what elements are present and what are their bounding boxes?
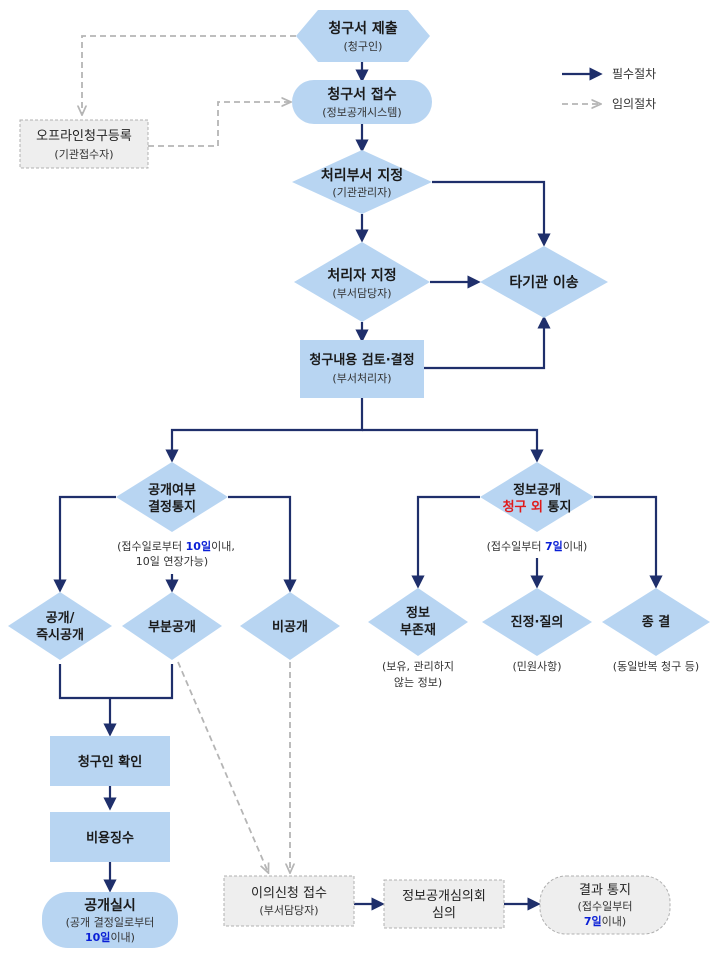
svg-text:공개/: 공개/ xyxy=(46,611,75,626)
svg-text:종 결: 종 결 xyxy=(642,614,670,630)
node-confirm-requester: 청구인 확인 xyxy=(50,736,170,786)
svg-text:(정보공개시스템): (정보공개시스템) xyxy=(322,106,401,119)
svg-text:정보공개: 정보공개 xyxy=(513,482,561,498)
node-objection: 이의신청 접수 (부서담당자) xyxy=(223,875,355,927)
node-result-notice: 결과 통지 (접수일부터 7일이내) xyxy=(539,875,671,935)
svg-text:청구내용 검토·결정: 청구내용 검토·결정 xyxy=(309,352,414,368)
node-petition: 진정·질의 xyxy=(482,588,592,656)
svg-text:청구 외 통지: 청구 외 통지 xyxy=(503,499,572,515)
note-petition: (민원사항) xyxy=(512,660,561,673)
svg-text:(접수일부터 7일이내): (접수일부터 7일이내) xyxy=(487,539,588,553)
node-partial-open: 부분공개 xyxy=(122,592,222,660)
svg-text:비용징수: 비용징수 xyxy=(86,830,134,846)
node-end: 종 결 xyxy=(602,588,710,656)
svg-text:공개실시: 공개실시 xyxy=(84,898,136,914)
node-submit: 청구서 제출 (청구인) xyxy=(296,10,430,62)
svg-text:공개여부: 공개여부 xyxy=(148,482,196,498)
svg-text:(기관접수자): (기관접수자) xyxy=(54,148,113,161)
node-handler-assign: 처리자 지정 (부서담당자) xyxy=(294,242,430,322)
svg-text:10일 연장가능): 10일 연장가능) xyxy=(136,554,208,568)
node-outside-notice: 정보공개 청구 외 통지 xyxy=(480,462,594,532)
svg-text:정보: 정보 xyxy=(406,605,430,621)
legend-required-label: 필수절차 xyxy=(612,67,656,81)
svg-text:부분공개: 부분공개 xyxy=(148,620,196,635)
svg-text:결정통지: 결정통지 xyxy=(148,499,196,515)
svg-text:(부서담당자): (부서담당자) xyxy=(332,287,391,300)
node-receive: 청구서 접수 (정보공개시스템) xyxy=(292,80,432,124)
node-offline-register: 오프라인청구등록 (기관접수자) xyxy=(19,119,149,169)
svg-text:결과 통지: 결과 통지 xyxy=(579,883,631,898)
node-transfer: 타기관 이송 xyxy=(480,246,608,318)
svg-text:청구인 확인: 청구인 확인 xyxy=(78,754,142,770)
svg-text:처리부서 지정: 처리부서 지정 xyxy=(321,167,403,184)
note-decide-deadline: (접수일로부터 10일이내, 10일 연장가능) xyxy=(117,539,235,568)
svg-text:청구서 접수: 청구서 접수 xyxy=(327,87,396,103)
node-fee: 비용징수 xyxy=(50,812,170,862)
svg-text:타기관 이송: 타기관 이송 xyxy=(509,274,578,291)
svg-text:처리자 지정: 처리자 지정 xyxy=(327,267,396,284)
legend: 필수절차 임의절차 xyxy=(562,67,656,111)
svg-text:(공개 결정일로부터: (공개 결정일로부터 xyxy=(66,915,155,929)
note-no-info-2: 않는 정보) xyxy=(394,676,442,689)
legend-optional-label: 임의절차 xyxy=(612,97,656,111)
svg-text:(부서처리자): (부서처리자) xyxy=(332,372,391,385)
node-open: 공개/ 즉시공개 xyxy=(8,592,112,660)
svg-text:(부서담당자): (부서담당자) xyxy=(259,904,318,917)
node-decide-notice: 공개여부 결정통지 xyxy=(116,462,228,532)
svg-text:심의: 심의 xyxy=(432,906,456,921)
svg-text:7일이내): 7일이내) xyxy=(584,914,626,928)
svg-text:진정·질의: 진정·질의 xyxy=(511,614,564,630)
node-execute: 공개실시 (공개 결정일로부터 10일이내) xyxy=(42,892,178,948)
node-review: 청구내용 검토·결정 (부서처리자) xyxy=(300,340,424,398)
note-notice-deadline: (접수일부터 7일이내) xyxy=(487,539,588,553)
svg-text:청구서 제출: 청구서 제출 xyxy=(328,20,397,37)
node-closed: 비공개 xyxy=(240,592,340,660)
svg-text:오프라인청구등록: 오프라인청구등록 xyxy=(36,129,132,144)
node-no-info: 정보 부존재 xyxy=(368,588,468,656)
svg-text:(기관관리자): (기관관리자) xyxy=(332,186,391,199)
svg-text:이의신청 접수: 이의신청 접수 xyxy=(251,886,327,901)
connectors xyxy=(53,35,663,911)
svg-text:(청구인): (청구인) xyxy=(344,40,383,53)
svg-text:부존재: 부존재 xyxy=(400,623,436,638)
svg-text:(접수일로부터 10일이내,: (접수일로부터 10일이내, xyxy=(117,539,235,553)
svg-text:즉시공개: 즉시공개 xyxy=(36,628,84,643)
svg-text:비공개: 비공개 xyxy=(272,620,308,635)
svg-text:(접수일부터: (접수일부터 xyxy=(578,899,633,913)
node-dept-assign: 처리부서 지정 (기관관리자) xyxy=(292,150,432,214)
svg-text:정보공개심의회: 정보공개심의회 xyxy=(402,889,486,904)
note-end: (동일반복 청구 등) xyxy=(613,659,699,673)
note-no-info-1: (보유, 관리하지 xyxy=(382,659,454,673)
node-committee: 정보공개심의회 심의 xyxy=(383,879,505,929)
svg-text:10일이내): 10일이내) xyxy=(85,930,135,944)
